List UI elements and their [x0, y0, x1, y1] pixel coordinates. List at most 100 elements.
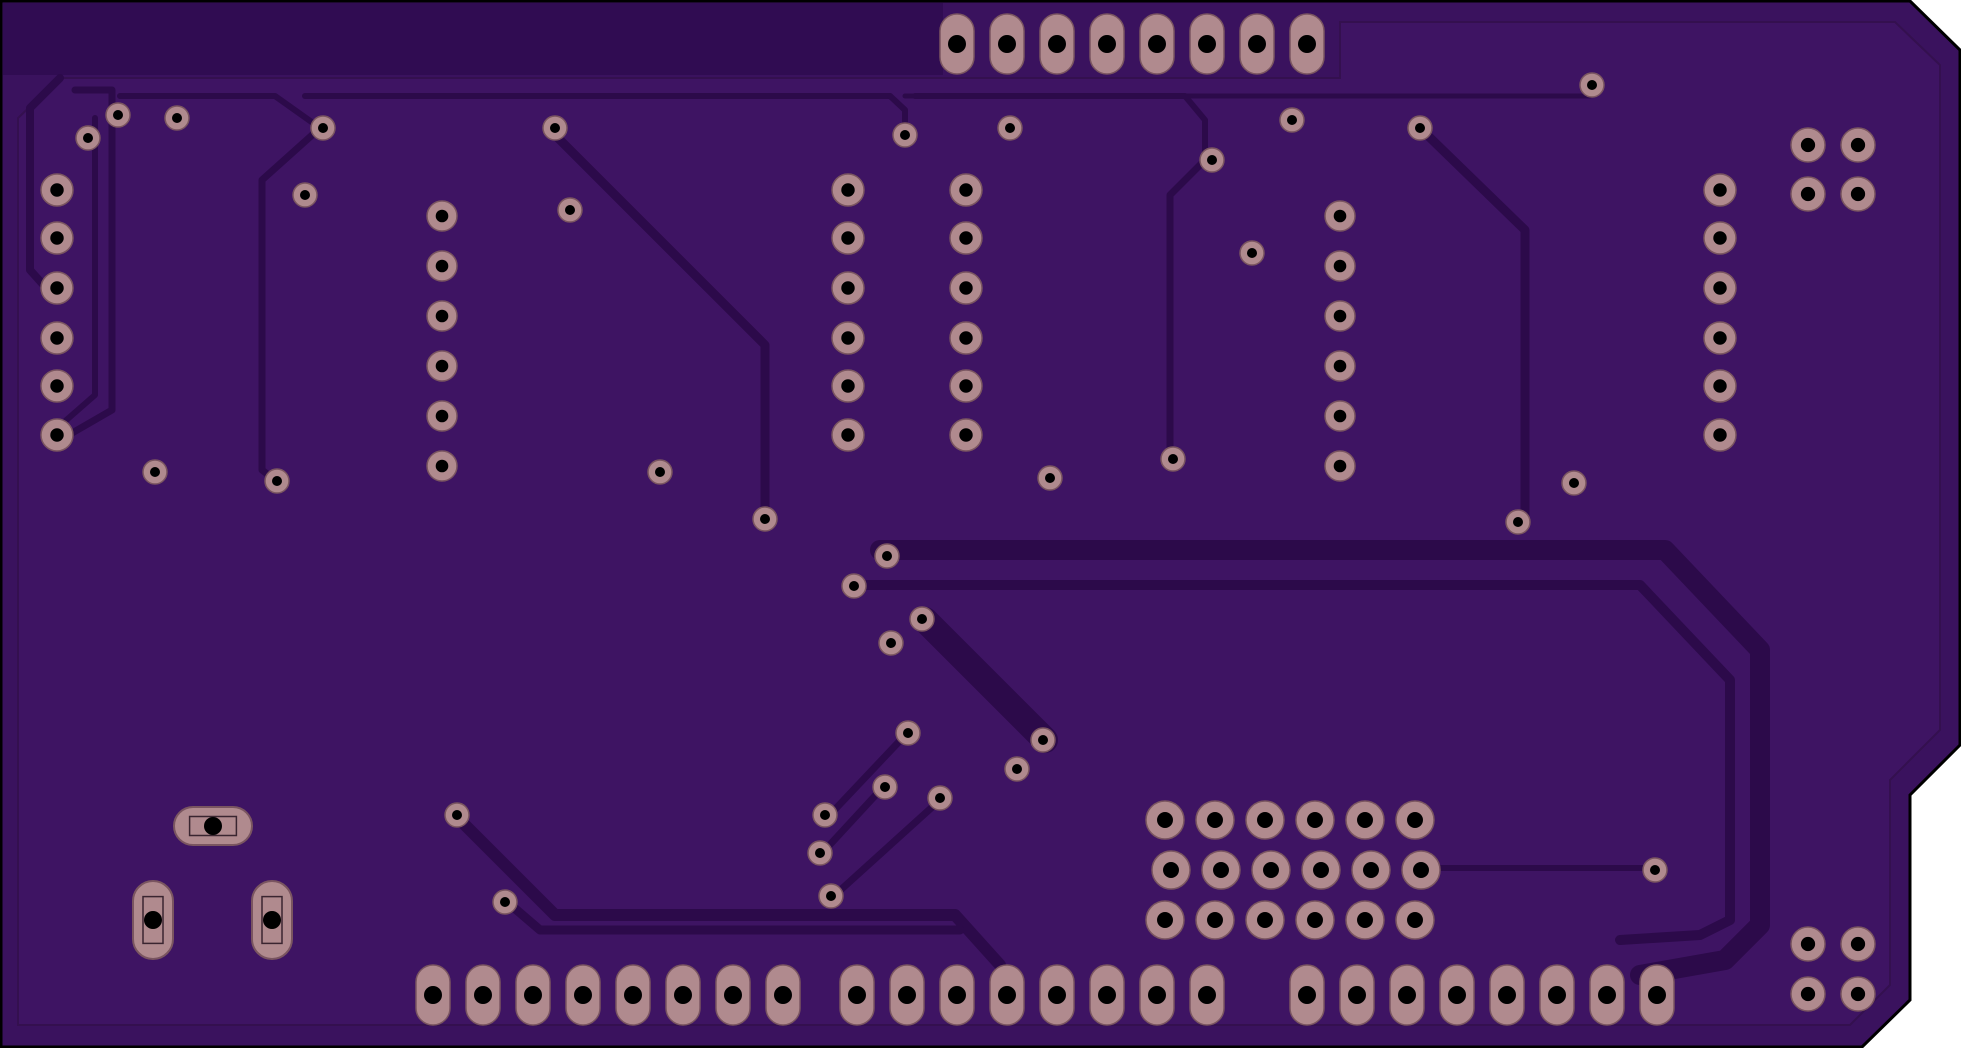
header-pin	[1089, 13, 1125, 75]
via	[1279, 107, 1305, 133]
via	[105, 102, 131, 128]
copper-pour	[17, 21, 1941, 1026]
round-pad	[1395, 900, 1435, 940]
round-pad	[949, 271, 983, 305]
round-pad	[949, 221, 983, 255]
header-pin	[615, 964, 651, 1026]
header-pin	[565, 964, 601, 1026]
trace	[543, 123, 770, 520]
via	[874, 543, 900, 569]
trace	[821, 726, 914, 824]
header-pin	[939, 964, 975, 1026]
round-pad	[426, 350, 458, 382]
header-pin	[839, 964, 875, 1026]
via	[752, 506, 778, 532]
header-pin	[1089, 964, 1125, 1026]
round-pad	[1151, 850, 1191, 890]
trace	[1166, 156, 1209, 464]
via	[75, 125, 101, 151]
round-pad	[426, 200, 458, 232]
round-pad	[831, 173, 865, 207]
header-pin	[1139, 13, 1175, 75]
switch-pad	[173, 806, 253, 846]
round-pad	[1703, 221, 1737, 255]
via	[1407, 115, 1433, 141]
trace	[870, 540, 1770, 985]
via	[164, 105, 190, 131]
switch-pad	[251, 880, 293, 960]
round-pad	[40, 221, 74, 255]
via	[444, 802, 470, 828]
round-pad	[1195, 800, 1235, 840]
header-pin	[1289, 964, 1325, 1026]
via	[841, 573, 867, 599]
via	[997, 115, 1023, 141]
via	[1160, 446, 1186, 472]
trace	[26, 74, 64, 294]
header-pin	[665, 964, 701, 1026]
trace	[117, 93, 323, 131]
header-pin	[1039, 13, 1075, 75]
round-pad	[1790, 976, 1826, 1012]
round-pad	[831, 369, 865, 403]
round-pad	[949, 418, 983, 452]
via	[872, 774, 898, 800]
via	[492, 889, 518, 915]
round-pad	[1345, 800, 1385, 840]
via	[310, 115, 336, 141]
via	[264, 468, 290, 494]
via	[895, 720, 921, 746]
round-pad	[1703, 173, 1737, 207]
via	[1239, 240, 1265, 266]
round-pad	[1351, 850, 1391, 890]
round-pad	[1840, 926, 1876, 962]
via	[818, 883, 844, 909]
ground-band	[3, 3, 943, 75]
round-pad	[426, 300, 458, 332]
via	[812, 802, 838, 828]
round-pad	[1195, 900, 1235, 940]
round-pad	[831, 221, 865, 255]
round-pad	[1324, 400, 1356, 432]
round-pad	[1703, 321, 1737, 355]
via	[807, 840, 833, 866]
switch-pad	[132, 880, 174, 960]
round-pad	[1145, 800, 1185, 840]
round-pad	[1324, 450, 1356, 482]
round-pad	[426, 400, 458, 432]
header-pin	[989, 13, 1025, 75]
header-pin	[939, 13, 975, 75]
round-pad	[949, 321, 983, 355]
round-pad	[40, 369, 74, 403]
header-pin	[1339, 964, 1375, 1026]
round-pad	[1201, 850, 1241, 890]
round-pad	[1145, 900, 1185, 940]
round-pad	[1324, 300, 1356, 332]
via	[142, 459, 168, 485]
round-pad	[1295, 900, 1335, 940]
round-pad	[1840, 127, 1876, 163]
via	[892, 122, 918, 148]
trace	[500, 895, 965, 935]
via	[1037, 465, 1063, 491]
round-pad	[1251, 850, 1291, 890]
via	[647, 459, 673, 485]
round-pad	[40, 418, 74, 452]
round-pad	[1703, 271, 1737, 305]
header-pin	[1289, 13, 1325, 75]
round-pad	[426, 450, 458, 482]
round-pad	[949, 173, 983, 207]
header-pin	[715, 964, 751, 1026]
round-pad	[40, 321, 74, 355]
trace	[850, 580, 1735, 945]
via	[1579, 72, 1605, 98]
trace	[52, 115, 98, 433]
round-pad	[1324, 250, 1356, 282]
trace	[831, 796, 944, 899]
via	[1199, 147, 1225, 173]
round-pad	[1790, 926, 1826, 962]
via	[557, 197, 583, 223]
round-pad	[1840, 176, 1876, 212]
round-pad	[1395, 800, 1435, 840]
